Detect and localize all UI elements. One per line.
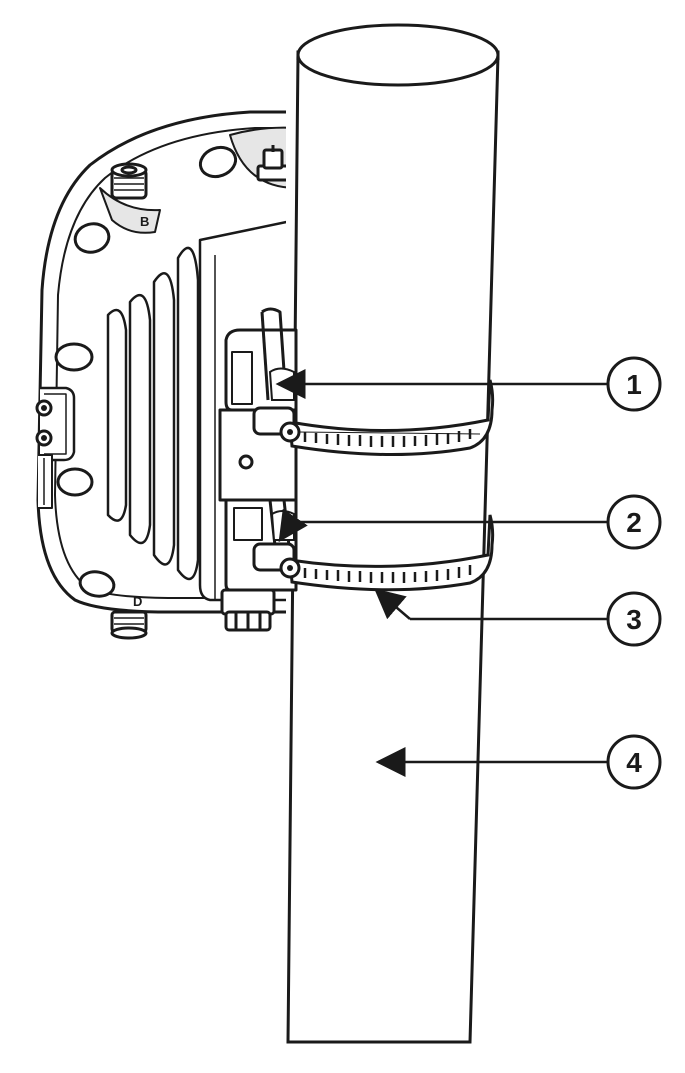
- leader-2b: [278, 508, 308, 543]
- cable-gland: [220, 588, 276, 632]
- band-perforations: [303, 565, 472, 583]
- antenna-connector-d: D: [110, 594, 148, 640]
- mount-hole: [56, 467, 94, 497]
- callout-1: 1: [606, 356, 662, 412]
- pole-top: [296, 23, 500, 87]
- band-perforations: [303, 429, 472, 447]
- callout-1-label: 1: [626, 369, 642, 400]
- callout-4: 4: [606, 734, 662, 790]
- mount-hole: [198, 145, 238, 179]
- mount-hole: [73, 222, 111, 254]
- mount-hole: [78, 570, 116, 598]
- port-label-b: B: [140, 214, 149, 229]
- mount-hole: [54, 342, 94, 372]
- callout-leaders: [275, 369, 608, 777]
- port-label-d: D: [133, 594, 142, 609]
- callout-4-label: 4: [626, 747, 642, 778]
- callout-3-label: 3: [626, 604, 642, 635]
- side-connector: [35, 386, 76, 509]
- callout-3: 3: [606, 591, 662, 647]
- callout-2-label: 2: [626, 507, 642, 538]
- antenna-connector-b: B: [99, 162, 161, 234]
- leader-3b: [374, 588, 411, 620]
- pole: [286, 23, 502, 1045]
- callout-2: 2: [606, 494, 662, 550]
